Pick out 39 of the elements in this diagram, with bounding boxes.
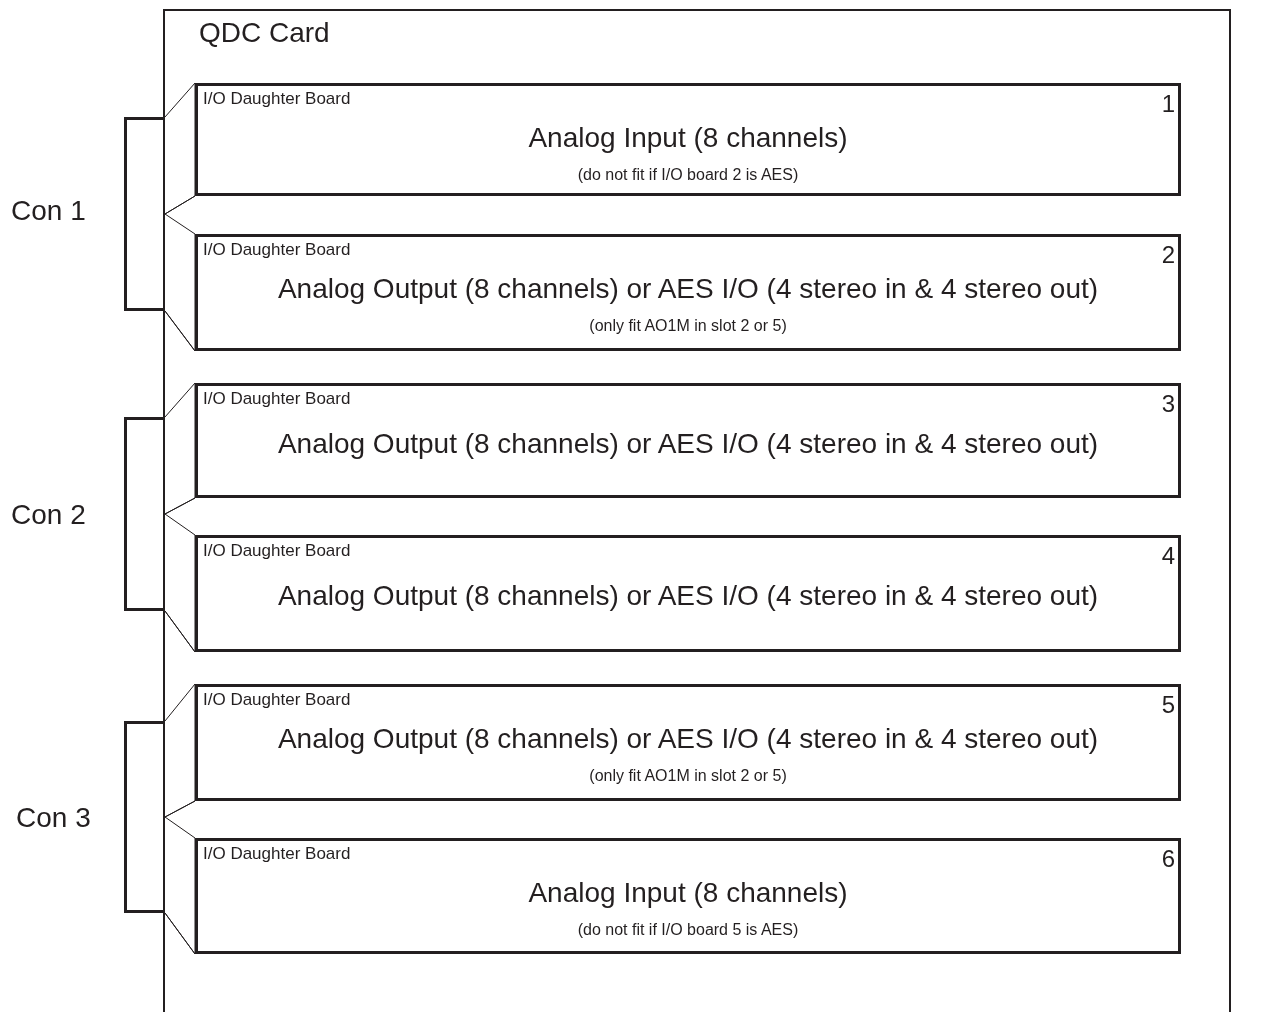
connector-label: Con 1 xyxy=(11,197,86,225)
slot-number: 2 xyxy=(1161,243,1175,267)
board-title: I/O Daughter Board xyxy=(203,241,351,260)
board-function: Analog Output (8 channels) or AES I/O (4 stereo in & 4 stereo out) xyxy=(276,273,1100,306)
daughter-board xyxy=(195,838,1181,954)
slot-number: 1 xyxy=(1161,92,1175,116)
board-title: I/O Daughter Board xyxy=(203,390,351,409)
connection-line xyxy=(164,816,196,955)
board-function: Analog Output (8 channels) or AES I/O (4 stereo in & 4 stereo out) xyxy=(276,723,1100,756)
slot-number: 6 xyxy=(1161,847,1175,871)
daughter-board xyxy=(195,83,1181,196)
card-title: QDC Card xyxy=(199,17,330,49)
card-outline xyxy=(163,9,1231,1012)
fitting-note: (only fit AO1M in slot 2 or 5) xyxy=(588,317,788,336)
fitting-note: (do not fit if I/O board 5 is AES) xyxy=(576,921,800,940)
board-title: I/O Daughter Board xyxy=(203,542,351,561)
daughter-board xyxy=(195,535,1181,652)
connection-line xyxy=(164,213,196,352)
board-function: Analog Output (8 channels) or AES I/O (4 stereo in & 4 stereo out) xyxy=(276,580,1100,613)
connection-line xyxy=(164,82,196,215)
connection-line xyxy=(164,513,196,653)
fitting-note: (do not fit if I/O board 2 is AES) xyxy=(576,166,800,185)
slot-number: 5 xyxy=(1161,693,1175,717)
connector-label: Con 3 xyxy=(16,804,91,832)
connection-line xyxy=(164,683,196,818)
board-function: Analog Input (8 channels) xyxy=(527,877,849,910)
connection-line xyxy=(164,382,196,515)
connector-label: Con 2 xyxy=(11,501,86,529)
board-title: I/O Daughter Board xyxy=(203,691,351,710)
board-title: I/O Daughter Board xyxy=(203,845,351,864)
slot-number: 3 xyxy=(1161,392,1175,416)
daughter-board xyxy=(195,383,1181,498)
board-title: I/O Daughter Board xyxy=(203,90,351,109)
fitting-note: (only fit AO1M in slot 2 or 5) xyxy=(588,767,788,786)
slot-number: 4 xyxy=(1161,544,1175,568)
daughter-board xyxy=(195,684,1181,801)
daughter-board xyxy=(195,234,1181,351)
board-function: Analog Output (8 channels) or AES I/O (4 stereo in & 4 stereo out) xyxy=(276,428,1100,461)
board-function: Analog Input (8 channels) xyxy=(527,122,849,155)
